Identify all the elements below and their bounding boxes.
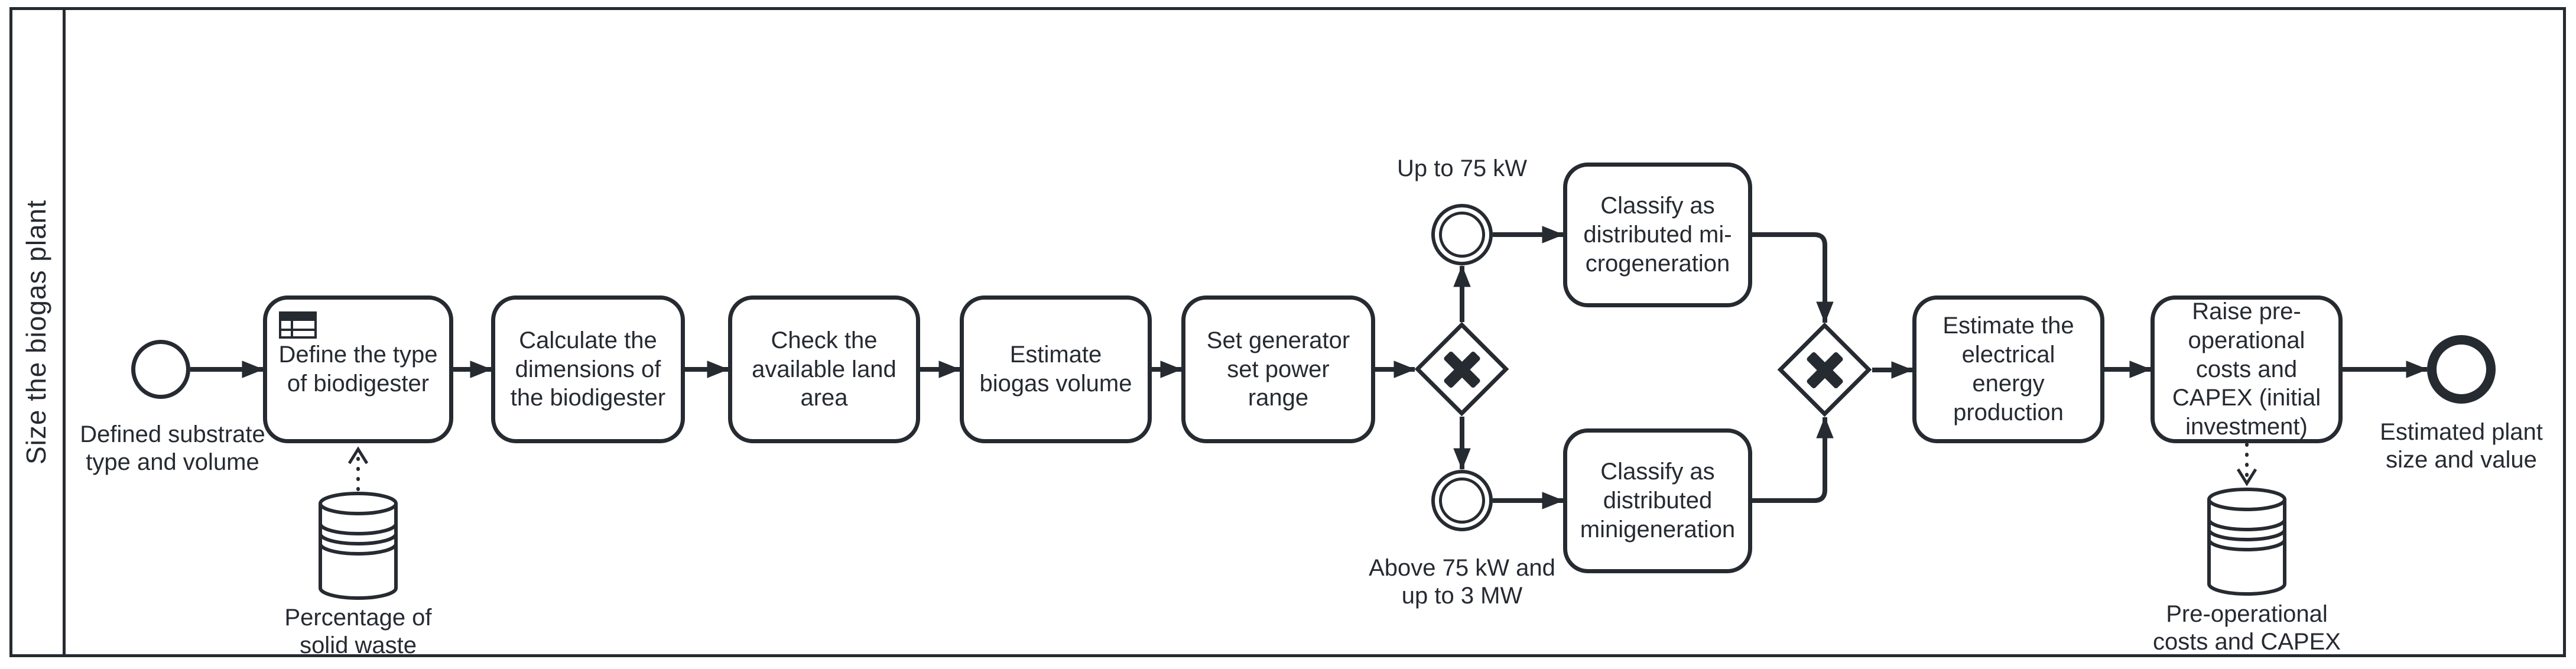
end-event <box>2427 335 2496 404</box>
lane-size-biogas-plant: Size the biogas plant <box>9 7 63 657</box>
lower-branch-label: Above 75 kW and up to 3 MW <box>1369 555 1555 609</box>
intermediate-event-inner-ring <box>1439 478 1485 524</box>
flow-micro-to-merge-gateway <box>1752 232 1834 324</box>
task-raise-capex: Raise pre- operational costs and CAPEX (… <box>2151 295 2343 443</box>
task-label: Classify as distributed minigeneration <box>1580 459 1736 543</box>
lane-label: Size the biogas plant <box>21 199 52 465</box>
task-estimate-electrical-energy: Estimate the electrical energy productio… <box>1912 295 2104 443</box>
start-event <box>131 340 190 399</box>
task-label: Estimate biogas volume <box>979 342 1132 397</box>
task-label: Calculate the dimensions of the biodiges… <box>510 327 666 411</box>
task-estimate-biogas-volume: Estimate biogas volume <box>960 295 1152 443</box>
start-event-label: Defined substrate type and volume <box>80 421 265 476</box>
flow-mini-to-merge-gateway <box>1752 416 1834 503</box>
task-calculate-dimensions: Calculate the dimensions of the biodiges… <box>491 295 685 443</box>
data-store-cylinder-icon <box>2207 488 2286 596</box>
upper-branch-label: Up to 75 kW <box>1396 155 1528 181</box>
table-row-line <box>281 329 314 331</box>
task-label: Set generator set power range <box>1206 327 1350 411</box>
gateway-classification-merge <box>1777 322 1872 417</box>
task-label: Check the available land area <box>752 327 896 411</box>
table-header-bar <box>281 314 314 321</box>
task-set-generator-power-range: Set generator set power range <box>1181 295 1375 443</box>
intermediate-event-inner-ring <box>1439 212 1485 258</box>
end-event-label: Estimated plant size and value <box>2380 419 2543 473</box>
task-label: Estimate the electrical energy productio… <box>1942 313 2074 426</box>
task-label: Define the type of biodigester <box>278 342 438 397</box>
intermediate-event-above-75kw <box>1431 470 1493 531</box>
intermediate-event-up-to-75kw <box>1431 204 1493 265</box>
capex-store-label: Pre-operational costs and CAPEX <box>2153 601 2341 655</box>
gateway-power-range-split <box>1414 321 1509 417</box>
task-define-biodigester-type: Define the type of biodigester <box>263 295 453 443</box>
task-classify-minigeneration: Classify as distributed minigeneration <box>1563 428 1752 573</box>
task-label: Classify as distributed mi- crogeneratio… <box>1583 193 1732 277</box>
task-check-land-area: Check the available land area <box>728 295 920 443</box>
data-store-cylinder-icon <box>319 492 398 600</box>
lane-divider <box>63 7 66 657</box>
business-rule-table-icon <box>279 311 317 339</box>
solid-waste-store-label: Percentage of solid waste <box>284 605 432 659</box>
task-label: Raise pre- operational costs and CAPEX (… <box>2172 298 2321 440</box>
pool-border <box>9 7 2566 657</box>
task-classify-microgeneration: Classify as distributed mi- crogeneratio… <box>1563 163 1752 307</box>
